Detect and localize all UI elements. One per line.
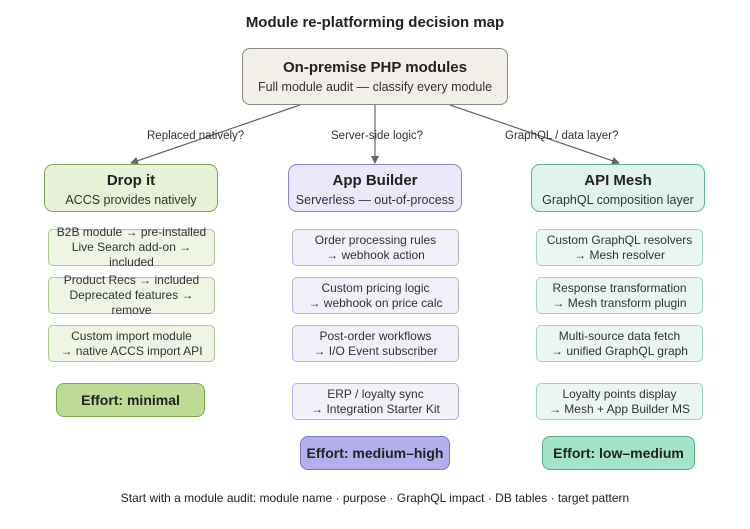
item-line: Post-order workflows: [319, 328, 432, 343]
column-header-drop-it: Drop it ACCS provides natively: [44, 164, 218, 212]
item-line: → Mesh resolver: [574, 247, 665, 262]
item-line: → Mesh transform plugin: [552, 295, 687, 310]
column-header-app-builder: App Builder Serverless — out-of-process: [288, 164, 462, 212]
effort-badge-drop-it: Effort: minimal: [56, 383, 205, 417]
item-line: → Mesh + App Builder MS: [548, 401, 691, 416]
diagram-title: Module re-platforming decision map: [245, 14, 505, 31]
item-line: Custom GraphQL resolvers: [546, 232, 693, 247]
item-line: Custom pricing logic: [321, 280, 430, 295]
item-line: Live Search add-on → included: [71, 240, 192, 269]
column-subtitle: ACCS provides natively: [65, 193, 197, 207]
list-item: Multi-source data fetch → unified GraphQ…: [536, 325, 703, 362]
footer-note: Start with a module audit: module name ·…: [120, 491, 630, 505]
column-subtitle: GraphQL composition layer: [542, 193, 694, 207]
item-line: → I/O Event subscriber: [313, 343, 438, 358]
item-line: → unified GraphQL graph: [551, 343, 688, 358]
item-line: Loyalty points display: [562, 386, 677, 401]
effort-badge-app-builder: Effort: medium–high: [300, 436, 450, 470]
arrow-to-api-mesh: [449, 104, 620, 165]
item-line: → native ACCS import API: [60, 343, 203, 358]
item-line: Custom import module: [71, 328, 192, 343]
list-item: Post-order workflows → I/O Event subscri…: [292, 325, 459, 362]
item-line: Response transformation: [552, 280, 687, 295]
list-item: Order processing rules → webhook action: [292, 229, 459, 266]
item-line: Product Recs → included: [63, 273, 200, 287]
item-line: → webhook action: [326, 247, 425, 262]
column-title: Drop it: [106, 172, 156, 189]
root-subtitle: Full module audit — classify every modul…: [257, 80, 493, 94]
column-header-api-mesh: API Mesh GraphQL composition layer: [531, 164, 705, 212]
list-item: Custom pricing logic → webhook on price …: [292, 277, 459, 314]
list-item: Custom import module → native ACCS impor…: [48, 325, 215, 362]
root-node: On-premise PHP modules Full module audit…: [242, 48, 508, 105]
item-line: → Integration Starter Kit: [311, 401, 440, 416]
list-item: ERP / loyalty sync → Integration Starter…: [292, 383, 459, 420]
edge-label-graphql: GraphQL / data layer?: [505, 130, 619, 142]
root-title: On-premise PHP modules: [283, 59, 467, 76]
column-title: App Builder: [332, 172, 418, 189]
list-item: Loyalty points display → Mesh + App Buil…: [536, 383, 703, 420]
list-item: B2B module → pre-installed Live Search a…: [48, 225, 215, 269]
list-item: Custom GraphQL resolvers → Mesh resolver: [536, 229, 703, 266]
item-line: → webhook on price calc: [308, 295, 443, 310]
edge-label-replaced: Replaced natively?: [147, 130, 245, 142]
item-line: Deprecated features → remove: [69, 288, 194, 317]
column-subtitle: Serverless — out-of-process: [295, 193, 455, 207]
column-title: API Mesh: [584, 172, 652, 189]
item-line: B2B module → pre-installed: [56, 225, 207, 239]
item-line: Order processing rules: [314, 232, 437, 247]
arrow-to-drop-it: [130, 104, 301, 165]
list-item: Product Recs → included Deprecated featu…: [48, 273, 215, 317]
effort-badge-api-mesh: Effort: low–medium: [542, 436, 695, 470]
edge-label-server-side: Server-side logic?: [331, 130, 424, 142]
list-item: Response transformation → Mesh transform…: [536, 277, 703, 314]
item-line: ERP / loyalty sync: [327, 386, 424, 401]
item-line: Multi-source data fetch: [558, 328, 681, 343]
